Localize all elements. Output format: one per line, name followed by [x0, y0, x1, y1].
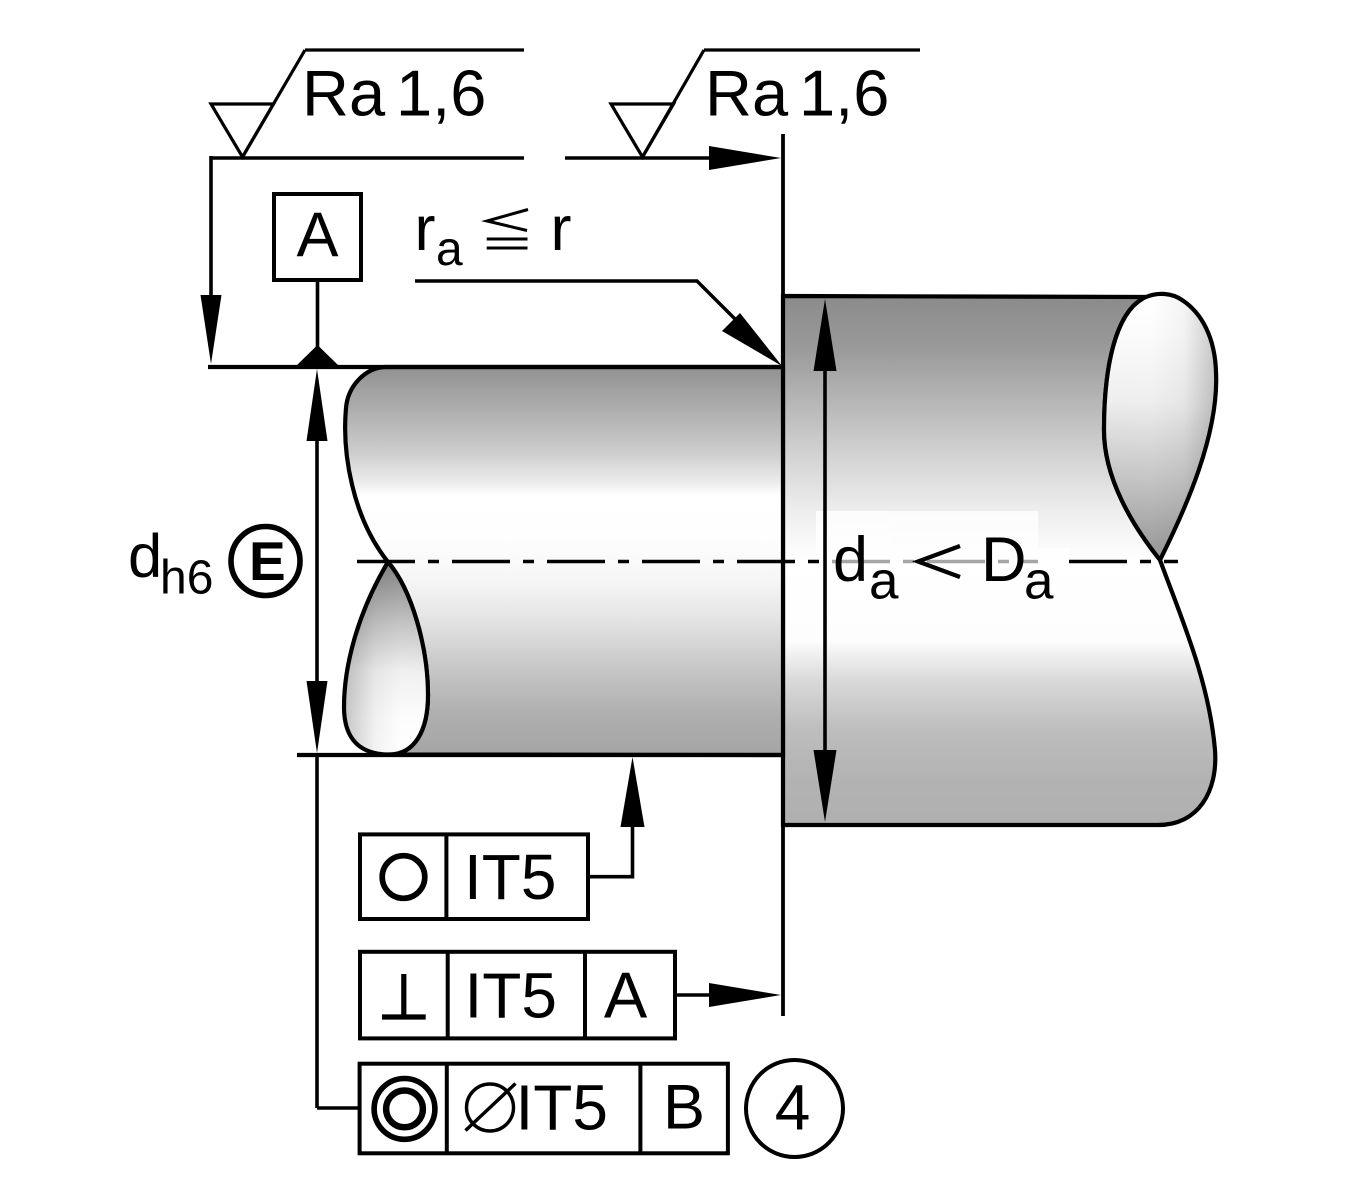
- svg-text:r: r: [415, 194, 436, 264]
- svg-text:d: d: [833, 525, 868, 595]
- svg-text:h6: h6: [160, 552, 213, 605]
- svg-text:IT5: IT5: [465, 960, 557, 1032]
- svg-text:a: a: [436, 223, 463, 276]
- svg-text:A: A: [296, 200, 338, 270]
- svg-text:E: E: [249, 530, 286, 592]
- svg-text:1,6: 1,6: [396, 57, 486, 130]
- svg-text:B: B: [663, 1073, 705, 1143]
- svg-text:D: D: [981, 525, 1027, 595]
- svg-text:a: a: [1024, 552, 1054, 611]
- svg-text:A: A: [604, 959, 648, 1032]
- svg-text:d: d: [128, 522, 162, 591]
- svg-text:a: a: [869, 552, 899, 611]
- svg-text:1,6: 1,6: [799, 57, 889, 130]
- svg-text:4: 4: [775, 1072, 811, 1144]
- svg-text:Ra: Ra: [705, 57, 789, 130]
- svg-text:Ra: Ra: [302, 57, 386, 130]
- svg-text:IT5: IT5: [464, 841, 556, 913]
- svg-text:IT5: IT5: [516, 1072, 608, 1144]
- svg-text:r: r: [551, 194, 572, 264]
